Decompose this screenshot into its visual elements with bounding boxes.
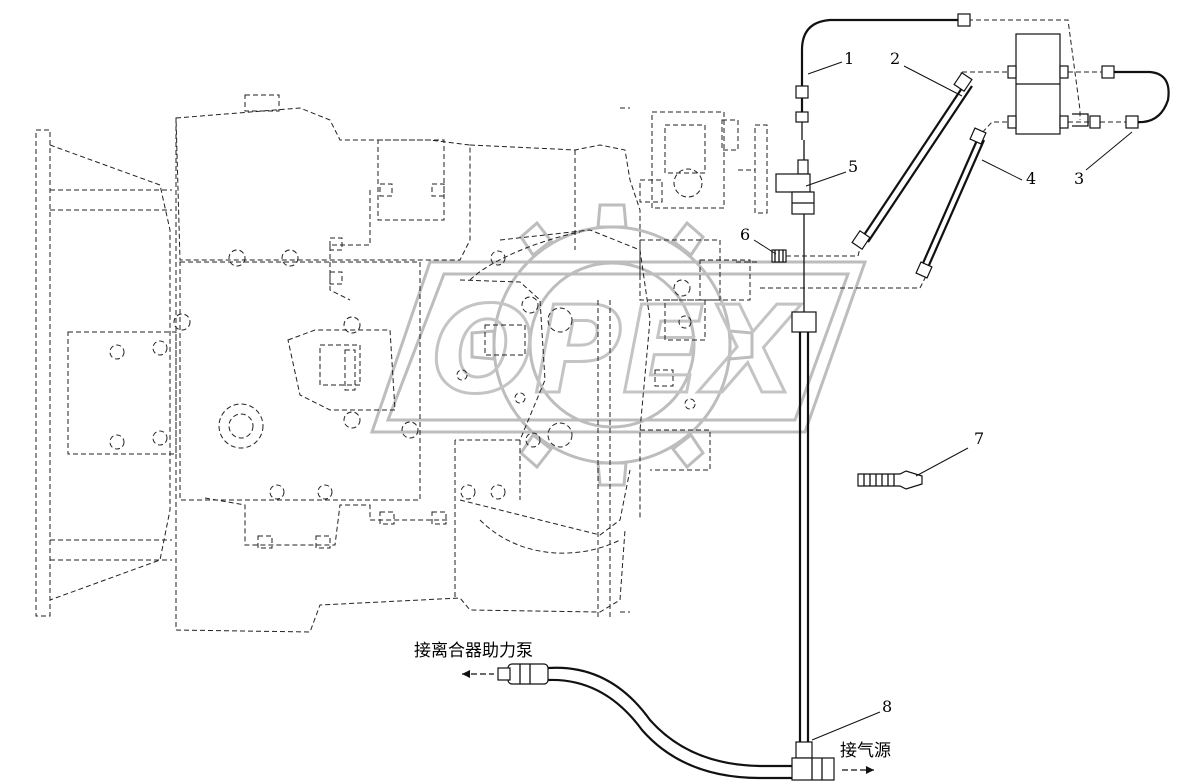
watermark-logo: OPEX	[369, 203, 868, 487]
arrow-right-icon	[866, 766, 874, 774]
part-2-hose	[851, 72, 973, 250]
watermark-text: OPEX	[432, 282, 802, 421]
callout-1: 1	[844, 49, 854, 68]
part-4-hose	[915, 127, 987, 279]
label-clutch-pump: 接离合器助力泵	[414, 641, 533, 661]
callouts: 1 2 3 4 5 6 7 8	[740, 49, 1084, 716]
label-air-source: 接气源	[840, 741, 891, 761]
callout-6: 6	[740, 225, 750, 244]
part-8-air-hose	[497, 140, 835, 781]
air-line-connections	[736, 19, 1128, 289]
flow-arrows	[462, 670, 874, 774]
callout-4: 4	[1026, 169, 1036, 188]
valve-block	[620, 107, 768, 613]
callout-5: 5	[848, 157, 858, 176]
part-1-air-pipe	[795, 13, 971, 140]
transmission-housing	[35, 94, 711, 633]
callout-2: 2	[890, 49, 900, 68]
callout-7: 7	[974, 429, 984, 448]
callout-8: 8	[882, 697, 892, 716]
relay-valve	[1007, 33, 1089, 135]
part-3-bent-pipe	[1089, 65, 1170, 129]
arrow-left-icon	[462, 670, 470, 678]
part-7-fitting	[857, 470, 923, 490]
leader-lines	[753, 61, 1133, 741]
part-6-connector	[771, 249, 787, 263]
callout-3: 3	[1074, 169, 1084, 188]
part-5-elbow-fitting	[775, 159, 815, 215]
